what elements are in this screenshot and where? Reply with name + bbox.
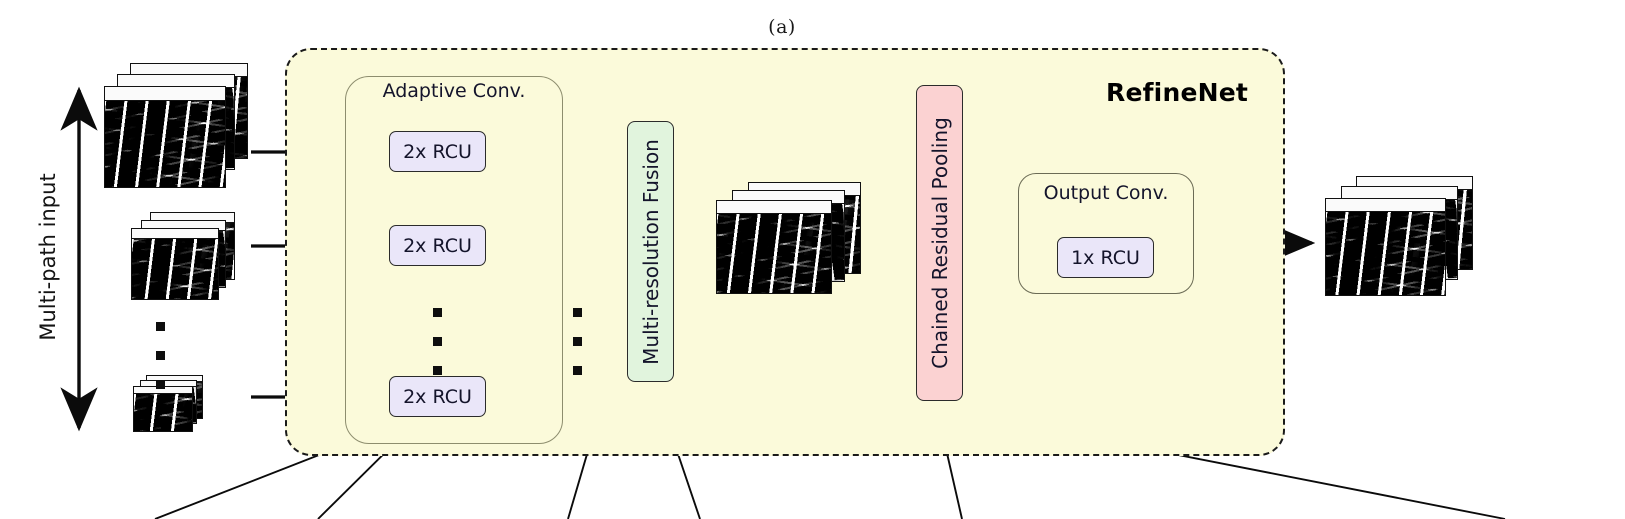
feature-strip [132, 229, 218, 240]
adaptive-conv-container [345, 76, 563, 444]
input-feature-stack-1 [104, 63, 252, 193]
refinenet-wordmark: RefineNet [1106, 78, 1249, 107]
output-conv-title: Output Conv. [1043, 182, 1169, 204]
feature-strip [717, 201, 831, 214]
rcu-block-output[interactable]: 1x RCU [1057, 237, 1154, 278]
multi-resolution-fusion-block[interactable]: Multi-resolution Fusion [627, 121, 674, 382]
output-feature-stack [1325, 176, 1480, 310]
multi-path-input-label: Multi-path input [36, 173, 60, 341]
chained-residual-pooling-block[interactable]: Chained Residual Pooling [916, 85, 963, 401]
adaptive-conv-title: Adaptive Conv. [382, 80, 526, 102]
feature-card [104, 86, 226, 188]
multi-resolution-fusion-label: Multi-resolution Fusion [638, 138, 663, 365]
fused-feature-stack [716, 182, 868, 304]
feature-card [1325, 198, 1446, 296]
feature-card [716, 200, 832, 294]
adaptive-conv-vertical-ellipsis-icon [433, 308, 442, 375]
input-feature-stack-3 [133, 375, 223, 437]
feature-texture [1326, 199, 1445, 295]
rcu-block-1[interactable]: 2x RCU [389, 131, 486, 172]
feature-card [133, 386, 193, 432]
feature-texture [134, 387, 192, 431]
panel-label: (a) [768, 16, 796, 38]
feature-texture [105, 87, 225, 187]
input-vertical-ellipsis-icon [156, 322, 165, 389]
output-conv-container [1018, 173, 1194, 294]
rcu-block-2[interactable]: 2x RCU [389, 225, 486, 266]
feature-strip [134, 387, 192, 394]
routing-vertical-ellipsis-icon [573, 308, 582, 375]
feature-texture [717, 201, 831, 293]
chained-residual-pooling-label: Chained Residual Pooling [927, 117, 952, 369]
feature-strip [1326, 199, 1445, 213]
feature-strip [105, 87, 225, 101]
input-feature-stack-2 [131, 212, 253, 308]
feature-card [131, 228, 219, 300]
rcu-block-3[interactable]: 2x RCU [389, 376, 486, 417]
feature-texture [132, 229, 218, 299]
